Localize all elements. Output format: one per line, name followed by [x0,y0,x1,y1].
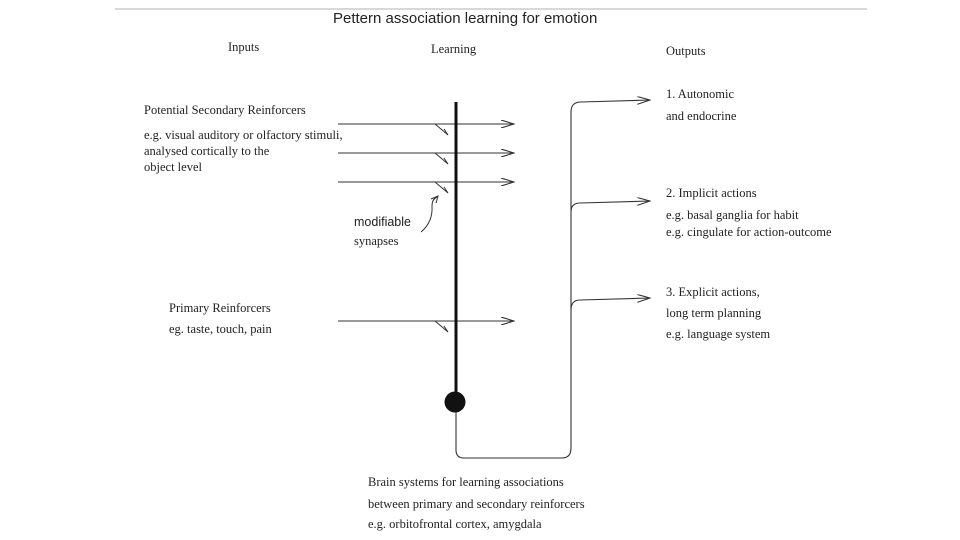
primary-reinforcers-line1: eg. taste, touch, pain [169,322,272,336]
output-1-line1: 1. Autonomic [666,87,735,101]
top-divider [115,8,867,10]
output-branch-3 [570,298,650,311]
output-arrow-1 [580,100,650,102]
neuron-axon [455,101,582,459]
output-branch-2 [570,201,650,213]
output-3-line3: e.g. language system [666,327,771,341]
synapse-pointer-head [430,195,439,204]
output-3-line2: long term planning [666,306,762,320]
neuron-cell-body [444,391,466,413]
output-2-line2: e.g. basal ganglia for habit [666,208,799,222]
primary-reinforcers-heading: Primary Reinforcers [169,301,271,315]
synapse-label-line2: synapses [354,234,399,248]
output-2-line1: 2. Implicit actions [666,186,757,200]
brain-systems-line3: e.g. orbitofrontal cortex, amygdala [368,517,542,531]
synapse-label-line1: modifiable [354,215,411,229]
synapse-pointer [420,196,438,233]
output-2-line3: e.g. cingulate for action-outcome [666,225,832,239]
synapse-ticks [434,123,449,333]
brain-systems-line1: Brain systems for learning associations [368,475,564,489]
inputs-header: Inputs [228,40,260,54]
secondary-reinforcers-heading: Potential Secondary Reinforcers [144,103,306,117]
secondary-reinforcers-line3: object level [144,160,202,174]
diagram-title: Pettern association learning for emotion [333,10,598,27]
outputs-header: Outputs [666,44,706,58]
secondary-reinforcers-line1: e.g. visual auditory or olfactory stimul… [144,128,343,142]
output-3-line1: 3. Explicit actions, [666,285,760,299]
learning-header: Learning [431,42,477,56]
output-1-line2: and endocrine [666,109,737,123]
brain-systems-line2: between primary and secondary reinforcer… [368,497,585,511]
secondary-reinforcers-line2: analysed cortically to the [144,144,270,158]
